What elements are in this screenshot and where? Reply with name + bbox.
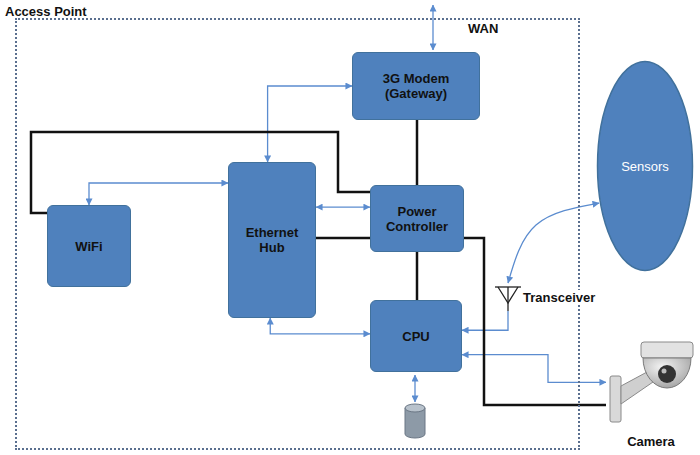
modem-box: 3G Modem (Gateway) <box>352 52 480 120</box>
power-line <box>416 120 419 185</box>
signal-connector <box>89 183 228 205</box>
power-line <box>416 252 419 300</box>
camera-lens <box>658 365 676 383</box>
box-label: Ethernet Hub <box>240 225 304 255</box>
power-line <box>31 132 370 213</box>
box-label: Power Controller <box>379 204 455 234</box>
camera-icon <box>607 336 695 428</box>
storage-link <box>414 375 415 402</box>
wan-link <box>432 5 433 50</box>
box-label: 3G Modem (Gateway) <box>374 71 458 101</box>
lens-highlight <box>662 369 667 374</box>
camera-housing <box>641 342 693 358</box>
hub-box: Ethernet Hub <box>228 162 316 318</box>
antenna-symbol <box>495 287 521 311</box>
transceiver-antenna: Transceiver <box>494 283 602 311</box>
antenna-icon <box>494 283 522 311</box>
signal-connector <box>316 206 370 207</box>
wall-plate <box>610 376 621 422</box>
signal-connector <box>268 86 352 162</box>
antenna-label: Transceiver <box>521 290 597 305</box>
camera-dome <box>643 358 691 388</box>
camera-node: Camera <box>606 336 696 449</box>
power-line <box>316 237 370 240</box>
cpu-box: CPU <box>370 300 462 372</box>
database-top <box>405 404 425 412</box>
access-point-region: Access Point 3G Modem (Gateway) WiFi Ethern… <box>5 2 580 450</box>
wifi-box: WiFi <box>47 205 131 287</box>
region-heading: Access Point <box>5 4 87 19</box>
power-line <box>464 238 606 405</box>
ellipse-label: Sensors <box>621 159 669 174</box>
camera-label: Camera <box>627 434 675 449</box>
box-label: WiFi <box>75 239 102 254</box>
ellipse-outline <box>598 62 693 271</box>
signal-connector <box>508 203 599 283</box>
sensors-ellipse: Sensors <box>596 60 694 272</box>
power-controller-box: Power Controller <box>370 185 464 252</box>
signal-connector <box>270 318 370 334</box>
network-label: WAN <box>466 21 500 36</box>
box-label: CPU <box>402 329 429 344</box>
database-symbol <box>405 404 425 438</box>
antenna-stem <box>507 287 508 311</box>
